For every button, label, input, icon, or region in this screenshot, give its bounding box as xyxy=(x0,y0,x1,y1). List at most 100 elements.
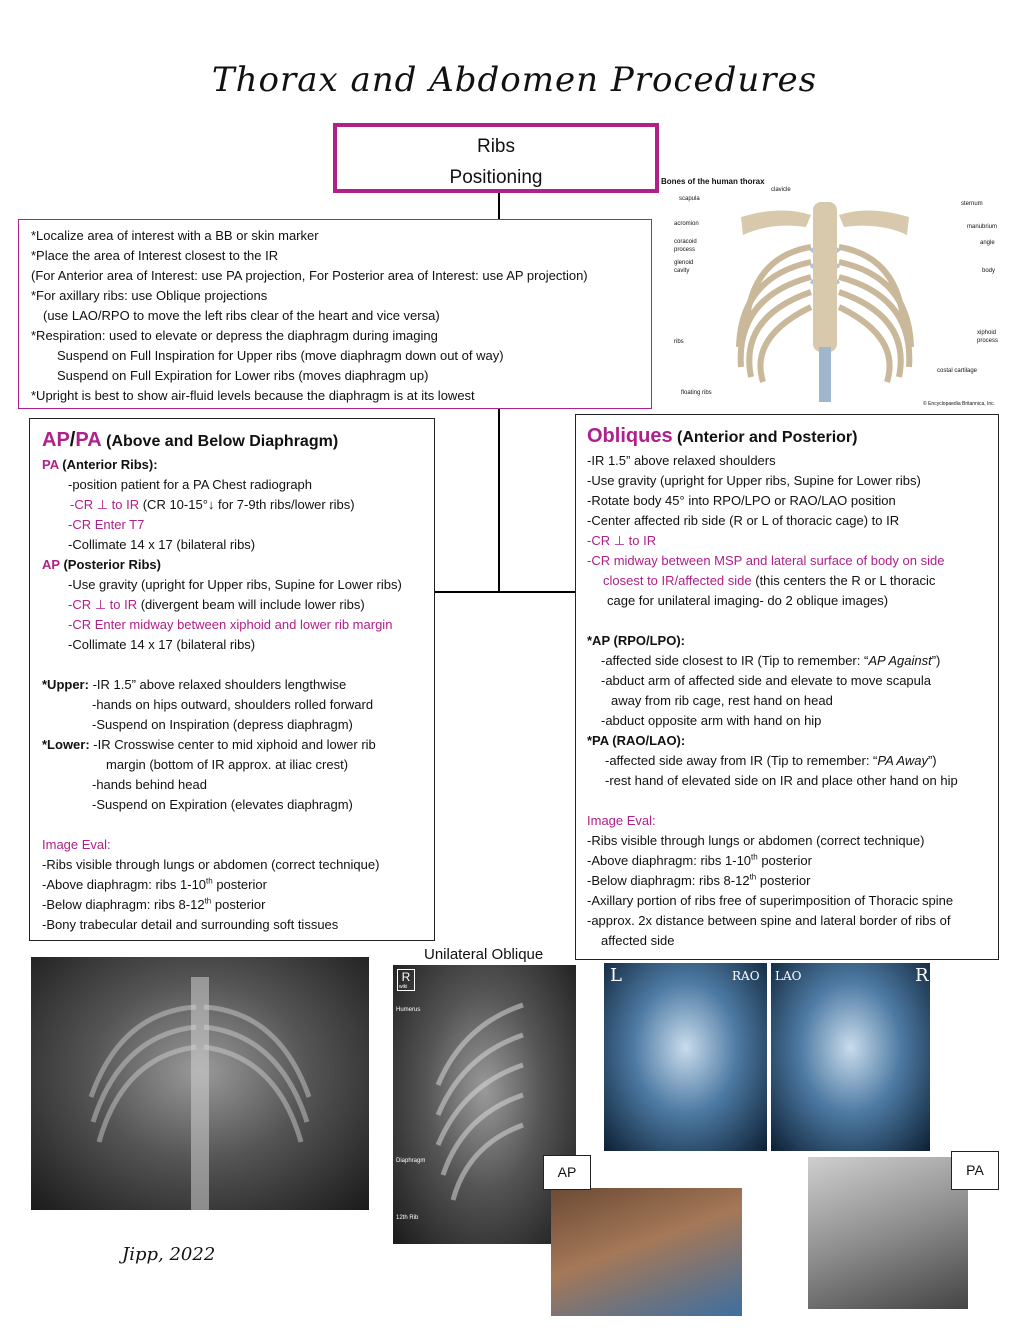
rao-label: RAO xyxy=(732,969,760,983)
ribs-box-line2: Positioning xyxy=(449,167,543,188)
label-manubrium: manubrium xyxy=(967,224,998,230)
ap-oblique-step: -affected side closest to IR (Tip to rem… xyxy=(601,653,941,668)
figure-credit: © Encyclopaedia Britannica, Inc. xyxy=(923,401,996,407)
wiki-label: wiki xyxy=(399,984,408,990)
eval-item: -Ribs visible through lungs or abdomen (… xyxy=(42,857,380,872)
oblique-step: -CR ⊥ to IR xyxy=(587,533,657,548)
eval-item: -Above diaphragm: ribs 1-10th posterior xyxy=(587,852,812,868)
ap-tag: AP xyxy=(543,1155,591,1190)
lower-step: margin (bottom of IR approx. at iliac cr… xyxy=(106,757,349,772)
intro-line: (For Anterior area of Interest: use PA p… xyxy=(31,268,588,283)
eval-item: -Ribs visible through lungs or abdomen (… xyxy=(587,833,925,848)
label-xiphoid-process: process xyxy=(977,338,999,344)
intro-notes-box: *Localize area of interest with a BB or … xyxy=(18,219,652,409)
diaphragm-label: Diaphragm xyxy=(396,1158,426,1164)
lower-step: -hands behind head xyxy=(92,777,207,792)
image-eval-heading: Image Eval: xyxy=(42,837,111,852)
pa-step: -CR Enter T7 xyxy=(68,517,145,532)
label-acromion: acromion xyxy=(674,221,699,227)
thorax-anatomy-figure: Bones of the human thorax scapula clavic… xyxy=(661,177,1001,410)
label-floating-ribs: floating ribs xyxy=(681,390,712,396)
eval-item: -approx. 2x distance between spine and l… xyxy=(587,913,951,928)
ap-oblique-step: -abduct opposite arm with hand on hip xyxy=(601,713,822,728)
image-eval-heading: Image Eval: xyxy=(587,813,656,828)
oblique-xray-image: R wiki Humerus Diaphragm 12th Rib xyxy=(393,965,576,1244)
label-sternum: sternum xyxy=(961,201,983,207)
obliques-panel: Obliques (Anterior and Posterior) -IR 1.… xyxy=(575,414,999,960)
intro-line: (use LAO/RPO to move the left ribs clear… xyxy=(43,308,440,323)
oblique-step: -IR 1.5” above relaxed shoulders xyxy=(587,453,776,468)
oblique-step: -Center affected rib side (R or L of tho… xyxy=(587,513,900,528)
oblique-step: cage for unilateral imaging- do 2 obliqu… xyxy=(607,593,889,608)
ap-pa-panel: AP/PA (Above and Below Diaphragm) PA (An… xyxy=(29,418,435,941)
unilateral-oblique-label: Unilateral Oblique xyxy=(424,946,544,963)
humerus-label: Humerus xyxy=(396,1007,421,1013)
upper-step: -Suspend on Inspiration (depress diaphra… xyxy=(92,717,353,732)
label-body: body xyxy=(982,268,996,274)
label-scapula: scapula xyxy=(679,196,700,202)
intro-line: *For axillary ribs: use Oblique projecti… xyxy=(31,288,268,303)
ap-oblique-step: -abduct arm of affected side and elevate… xyxy=(601,673,932,688)
intro-line: *Localize area of interest with a BB or … xyxy=(31,228,319,243)
ap-step: -CR Enter midway between xiphoid and low… xyxy=(68,617,393,632)
label-ribs: ribs xyxy=(674,339,684,345)
label-coracoid: coracoid xyxy=(674,239,697,245)
l-marker: L xyxy=(610,965,622,986)
ap-oblique-step: away from rib cage, rest hand on head xyxy=(611,693,833,708)
r-marker: R xyxy=(397,969,415,991)
ap-heading: AP (Posterior Ribs) xyxy=(42,557,161,572)
intro-line: *Respiration: used to elevate or depress… xyxy=(31,328,438,343)
intro-line: Suspend on Full Inspiration for Upper ri… xyxy=(57,348,504,363)
ap-step: -Collimate 14 x 17 (bilateral ribs) xyxy=(68,637,256,652)
eval-item: -Bony trabecular detail and surrounding … xyxy=(42,917,339,932)
ap-positioning-photo xyxy=(551,1188,742,1316)
page-title: Thorax and Abdomen Procedures xyxy=(211,60,818,100)
oblique-step: -Use gravity (upright for Upper ribs, Su… xyxy=(587,473,921,488)
chest-xray-image xyxy=(31,957,369,1210)
ribs-box-line1: Ribs xyxy=(476,136,515,157)
rib12-label: 12th Rib xyxy=(396,1215,419,1221)
pa-heading: PA (Anterior Ribs): xyxy=(42,457,158,472)
intro-line: *Place the area of Interest closest to t… xyxy=(31,248,279,263)
ap-step: -CR ⊥ to IR (divergent beam will include… xyxy=(68,597,365,612)
chest-xray-ribs xyxy=(88,977,312,1210)
label-costal-cartilage: costal cartilage xyxy=(937,368,978,374)
label-xiphoid: xiphoid xyxy=(977,330,997,336)
eval-item: -Axillary portion of ribs free of superi… xyxy=(587,893,954,908)
lower-step: *Lower: -IR Crosswise center to mid xiph… xyxy=(42,737,376,752)
pa-step: -Collimate 14 x 17 (bilateral ribs) xyxy=(68,537,256,552)
oblique-xray-ribs xyxy=(435,1002,524,1201)
ap-pa-heading: AP/PA (Above and Below Diaphragm) xyxy=(42,429,339,451)
oblique-step: -CR midway between MSP and lateral surfa… xyxy=(587,553,945,568)
pa-oblique-step: -affected side away from IR (Tip to reme… xyxy=(605,753,937,768)
ap-step: -Use gravity (upright for Upper ribs, Su… xyxy=(68,577,402,592)
upper-step: -hands on hips outward, shoulders rolled… xyxy=(92,697,374,712)
label-coracoid-process: process xyxy=(674,247,696,253)
signature: Jipp, 2022 xyxy=(122,1244,216,1265)
connector-top xyxy=(498,193,500,219)
ap-rpo-lpo-heading: *AP (RPO/LPO): xyxy=(587,633,685,648)
eval-item: -Above diaphragm: ribs 1-10th posterior xyxy=(42,876,267,892)
connector-horizontal xyxy=(435,591,575,593)
oblique-step: -Rotate body 45° into RPO/LPO or RAO/LAO… xyxy=(587,493,896,508)
pa-step: -position patient for a PA Chest radiogr… xyxy=(68,477,313,492)
pa-rao-lao-heading: *PA (RAO/LAO): xyxy=(587,733,686,748)
ribs-positioning-box: Ribs Positioning xyxy=(333,123,659,193)
pa-positioning-photo xyxy=(808,1157,968,1309)
connector-vertical xyxy=(498,409,500,592)
lower-step: -Suspend on Expiration (elevates diaphra… xyxy=(92,797,353,812)
thorax-illustration xyxy=(661,177,1001,410)
label-angle: angle xyxy=(980,240,995,246)
label-glenoid: glenoid xyxy=(674,260,694,266)
lao-xray-image: LAO R xyxy=(771,963,930,1151)
label-clavicle: clavicle xyxy=(771,187,791,193)
intro-line: Suspend on Full Expiration for Lower rib… xyxy=(57,368,429,383)
eval-item: -Below diaphragm: ribs 8-12th posterior xyxy=(42,896,266,912)
eval-item: affected side xyxy=(601,933,675,948)
obliques-heading: Obliques (Anterior and Posterior) xyxy=(587,425,858,447)
lao-label: LAO xyxy=(775,969,802,983)
figure-title: Bones of the human thorax xyxy=(661,177,765,186)
pa-oblique-step: -rest hand of elevated side on IR and pl… xyxy=(605,773,958,788)
pa-tag: PA xyxy=(951,1151,999,1190)
label-glenoid-cavity: cavity xyxy=(674,268,690,274)
